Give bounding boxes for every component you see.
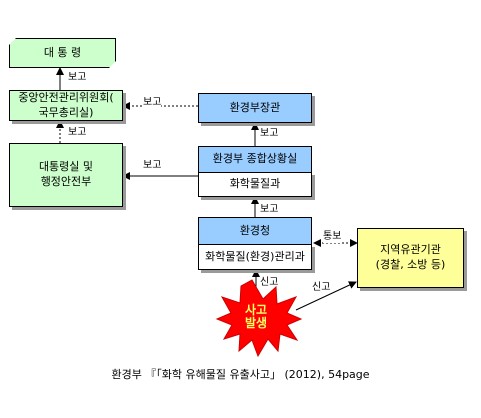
accident-label: 사고 발생 — [244, 303, 268, 330]
minister-office-label: 환경부장관 — [229, 100, 281, 114]
president-box: 대 통 령 — [9, 38, 116, 68]
moe-situation-room-label: 환경부 종합상황실 — [212, 152, 298, 166]
president-label: 대 통 령 — [43, 45, 82, 59]
declare-label-agencies: 신고 — [312, 282, 331, 293]
minister-office-box: 환경부장관 — [198, 93, 312, 123]
report-label-office-committee: 보고 — [68, 127, 87, 139]
central-committee-box: 중앙안전관리위원회( 국무총리실) — [9, 90, 123, 121]
environment-office-label: 환경청 — [239, 223, 271, 237]
declare-label-office: 신고 — [260, 277, 279, 288]
source-caption: 환경부 『「화학 유해물질 유출사고」 (2012), 54page — [111, 368, 370, 381]
central-committee-label: 중앙안전관리위원회( 국무총리실) — [18, 90, 114, 119]
environment-office-box: 환경청 — [198, 217, 312, 245]
notify-label: 통보 — [323, 231, 342, 243]
presidential-office-box: 대통령실 및 행정안전부 — [9, 143, 123, 207]
chemical-mgmt-division-box: 화학물질(환경)관리과 — [198, 244, 312, 270]
report-label-situation-minister: 보고 — [260, 128, 279, 140]
report-label-committee-president: 보고 — [68, 72, 87, 84]
chemical-division-box: 화학물질과 — [198, 172, 312, 197]
local-agencies-box: 지역유관기관 (경찰, 소방 등) — [357, 228, 464, 288]
report-label-situation-office: 보고 — [143, 160, 162, 172]
accident-burst-shape — [215, 279, 303, 358]
presidential-office-label: 대통령실 및 행정안전부 — [38, 160, 94, 188]
chemical-division-label: 화학물질과 — [229, 177, 281, 191]
report-label-minister-committee: 보고 — [143, 97, 162, 109]
moe-situation-room-box: 환경부 종합상황실 — [198, 146, 312, 173]
arrow-accident-to-agencies — [295, 281, 357, 311]
chemical-mgmt-division-label: 화학물질(환경)관리과 — [205, 249, 305, 263]
report-label-office-situation: 보고 — [260, 204, 279, 216]
local-agencies-label: 지역유관기관 (경찰, 소방 등) — [375, 243, 446, 271]
